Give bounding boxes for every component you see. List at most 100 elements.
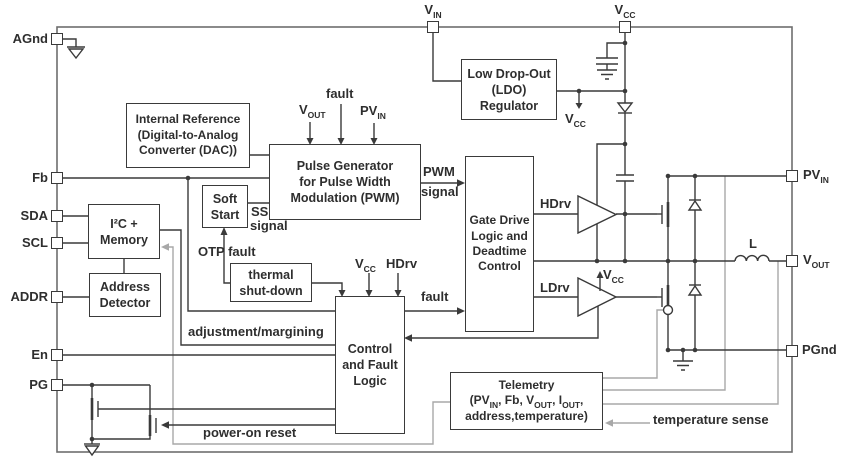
signal-wires bbox=[63, 33, 786, 457]
vout-sense-wire bbox=[603, 261, 779, 405]
label-ss: SS bbox=[251, 204, 269, 219]
arrowhead bbox=[220, 227, 228, 235]
i2c-pin-wires bbox=[63, 215, 89, 298]
block-text: Regulator bbox=[479, 98, 539, 113]
pin-scl bbox=[51, 237, 63, 249]
low-side-mosfet bbox=[657, 261, 674, 350]
pin-agnd bbox=[51, 33, 63, 45]
pin-label-vin: VIN bbox=[424, 2, 442, 20]
arrowhead bbox=[457, 179, 465, 187]
block-text: Deadtime bbox=[472, 244, 527, 258]
vcc-bypass-capacitor bbox=[596, 42, 625, 80]
iout-sense-wire bbox=[603, 309, 664, 379]
label-pwm-signal: signal bbox=[421, 184, 459, 199]
low-side-body-diode bbox=[687, 261, 703, 350]
pwm-signal-wire bbox=[421, 179, 465, 187]
ldrv-vcc-arrow bbox=[596, 271, 604, 291]
arrowhead bbox=[404, 334, 412, 342]
thermal-to-control-wire bbox=[312, 282, 346, 297]
pin-label-pgnd: PGnd bbox=[802, 342, 837, 357]
vcc-rail bbox=[616, 33, 634, 261]
block-text: for Pulse Width bbox=[299, 175, 391, 189]
pin-vin bbox=[427, 21, 439, 33]
label-otp-fault: OTP fault bbox=[198, 244, 256, 259]
junction-dots bbox=[89, 40, 698, 442]
telemetry-sense-wires bbox=[161, 176, 779, 445]
thermal-shutdown-block: thermal shut-down bbox=[230, 263, 312, 302]
high-side-body-diode bbox=[687, 176, 703, 261]
pvin-sense-wire bbox=[603, 176, 726, 391]
block-text: Start bbox=[210, 207, 240, 222]
block-text: Logic bbox=[353, 374, 387, 388]
ldrv-feedback-wire bbox=[404, 306, 599, 342]
power-ground-symbol bbox=[673, 350, 693, 371]
ldo-regulator-block: Low Drop-Out (LDO) Regulator bbox=[461, 59, 557, 120]
label-vcc-ctrl: VCC bbox=[355, 256, 376, 274]
pin-label-pg: PG bbox=[29, 377, 48, 392]
label-fault-mid: fault bbox=[421, 289, 449, 304]
arrowhead bbox=[161, 243, 169, 251]
block-text: thermal bbox=[248, 267, 294, 282]
i2c-memory-block: I²C + Memory bbox=[88, 204, 160, 259]
hdrv-buffer bbox=[577, 194, 618, 235]
bootstrap-diode bbox=[616, 102, 634, 114]
block-text: Modulation (PWM) bbox=[290, 191, 400, 205]
block-text: Low Drop-Out bbox=[467, 66, 551, 81]
label-hdrv-ctrl: HDrv bbox=[386, 256, 418, 271]
current-sense-node bbox=[662, 304, 674, 316]
bootstrap-capacitor bbox=[616, 174, 634, 182]
label-pvin-top: PVIN bbox=[360, 103, 386, 121]
pin-label-fb: Fb bbox=[32, 170, 48, 185]
pin-fb bbox=[51, 172, 63, 184]
pin-label-en: En bbox=[31, 347, 48, 362]
telemetry-to-i2c-wire bbox=[167, 246, 450, 445]
arrowhead bbox=[338, 290, 346, 297]
block-text: and Fault bbox=[342, 358, 398, 372]
label-hdrv: HDrv bbox=[540, 196, 572, 211]
pin-label-vout: VOUT bbox=[803, 252, 830, 270]
pin-vout bbox=[786, 255, 798, 267]
label-vcc-ldo: VCC bbox=[565, 111, 586, 129]
inductor-coil bbox=[734, 254, 770, 262]
adjustment-wire bbox=[160, 229, 335, 346]
pin-label-sda: SDA bbox=[20, 208, 48, 223]
fb-to-control-wire bbox=[187, 178, 335, 312]
block-text: (LDO) bbox=[491, 82, 527, 97]
label-power-on-reset: power-on reset bbox=[203, 425, 297, 440]
pin-en bbox=[51, 349, 63, 361]
vin-wire bbox=[432, 33, 461, 82]
fault-wire bbox=[405, 307, 465, 315]
pin-label-vcc: VCC bbox=[614, 2, 636, 20]
high-side-mosfet bbox=[657, 176, 670, 261]
analog-ground-symbol bbox=[63, 38, 85, 60]
label-ss-signal: signal bbox=[250, 218, 288, 233]
otp-fault-wire bbox=[220, 227, 230, 284]
block-text: Converter (DAC)) bbox=[138, 143, 237, 158]
label-vcc-ldrv: VCC bbox=[603, 267, 624, 285]
block-text: Logic and bbox=[471, 228, 528, 243]
block-text: Telemetry bbox=[498, 377, 555, 392]
block-text: address,temperature) bbox=[465, 408, 588, 423]
vcc-tap-arrow bbox=[575, 91, 583, 109]
label-inductor: L bbox=[749, 236, 757, 251]
block-text: Internal Reference bbox=[135, 112, 241, 127]
earth-ground-symbol bbox=[597, 69, 617, 80]
telemetry-block: Telemetry (PVIN, Fb, VOUT, IOUT, address… bbox=[450, 372, 603, 430]
label-adjustment: adjustment/margining bbox=[188, 324, 324, 339]
block-text: Control bbox=[347, 342, 393, 356]
soft-start-block: Soft Start bbox=[202, 185, 248, 228]
internal-reference-block: Internal Reference (Digital-to-Analog Co… bbox=[126, 103, 250, 168]
pin-label-addr: ADDR bbox=[10, 289, 48, 304]
block-text: Memory bbox=[100, 232, 148, 247]
label-pwm: PWM bbox=[423, 164, 455, 179]
block-text: Pulse Generator bbox=[296, 159, 394, 173]
power-on-reset-wire bbox=[161, 421, 335, 429]
block-text: Address bbox=[99, 280, 151, 294]
pin-pg bbox=[51, 379, 63, 391]
arrowhead bbox=[457, 307, 465, 315]
pin-pgnd bbox=[786, 345, 798, 357]
gate-drive-block: Gate Drive Logic and Deadtime Control bbox=[465, 156, 534, 332]
pg-mosfet-circuit bbox=[63, 384, 335, 457]
